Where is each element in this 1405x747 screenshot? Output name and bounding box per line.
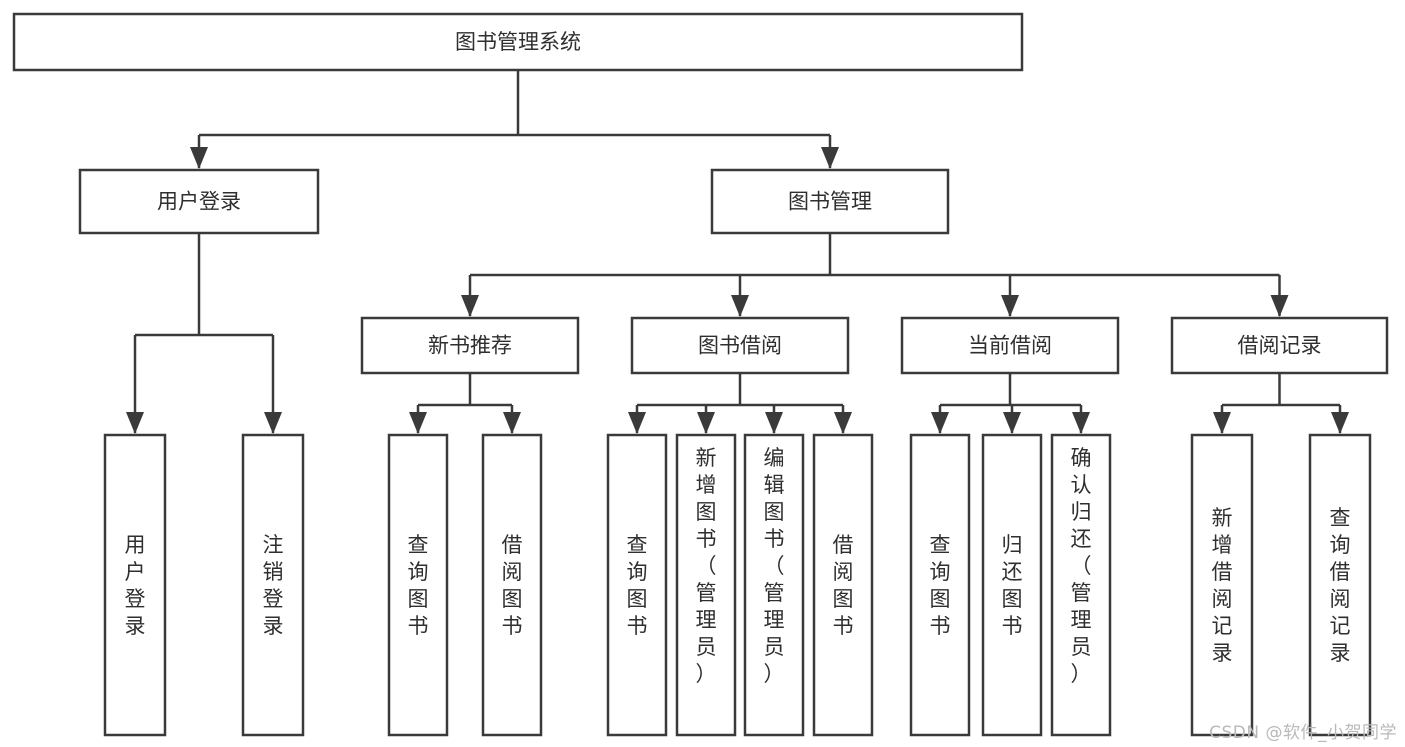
node-leaf-11-新增借阅记录-label: 新增借阅记录	[1212, 506, 1233, 665]
arrow-head-icon	[731, 295, 749, 317]
node-leaf-3-借阅图书-box[interactable]	[481, 433, 543, 737]
node-level3-图书借阅-label: 图书借阅	[698, 334, 782, 358]
arrow-head-icon	[1003, 412, 1021, 434]
node-leaf-5-新增图书（管理员）[interactable]: 新增图书（管理员）	[675, 433, 737, 737]
arrow-head-icon	[821, 147, 839, 169]
node-leaf-12-查询借阅记录-box[interactable]	[1308, 433, 1372, 737]
node-level3-新书推荐[interactable]: 新书推荐	[360, 316, 580, 375]
node-level3-借阅记录-label: 借阅记录	[1238, 334, 1322, 358]
arrow-head-icon	[1331, 412, 1349, 434]
node-leaf-0-用户登录-label: 用户登录	[125, 533, 146, 638]
node-leaf-8-查询图书[interactable]: 查询图书	[909, 433, 971, 737]
arrow-head-icon	[461, 295, 479, 317]
node-leaf-3-借阅图书-label: 借阅图书	[502, 533, 523, 638]
node-root-图书管理系统-label: 图书管理系统	[455, 30, 581, 54]
node-level3-当前借阅-box[interactable]	[900, 316, 1120, 375]
node-root-图书管理系统-box[interactable]	[12, 12, 1024, 72]
node-level2-用户登录-label: 用户登录	[157, 190, 241, 214]
arrow-head-icon	[628, 412, 646, 434]
node-level2-用户登录-box[interactable]	[78, 168, 320, 235]
node-leaf-4-查询图书-box[interactable]	[606, 433, 668, 737]
node-level3-当前借阅[interactable]: 当前借阅	[900, 316, 1120, 375]
node-leaf-8-查询图书-label: 查询图书	[930, 533, 951, 638]
arrow-head-icon	[264, 412, 282, 434]
node-leaf-0-用户登录[interactable]: 用户登录	[103, 433, 167, 737]
arrow-head-icon	[1072, 412, 1090, 434]
node-level3-借阅记录-box[interactable]	[1170, 316, 1389, 375]
node-leaf-2-查询图书-label: 查询图书	[408, 533, 429, 638]
node-leaf-11-新增借阅记录-box[interactable]	[1190, 433, 1254, 737]
node-level3-借阅记录[interactable]: 借阅记录	[1170, 316, 1389, 375]
node-leaf-12-查询借阅记录[interactable]: 查询借阅记录	[1308, 433, 1372, 737]
node-root-图书管理系统[interactable]: 图书管理系统	[12, 12, 1024, 72]
node-leaf-4-查询图书[interactable]: 查询图书	[606, 433, 668, 737]
node-leaf-1-注销登录-label: 注销登录	[263, 533, 284, 638]
node-leaf-12-查询借阅记录-label: 查询借阅记录	[1330, 506, 1351, 665]
node-level3-图书借阅-box[interactable]	[630, 316, 850, 375]
arrow-head-icon	[931, 412, 949, 434]
node-leaf-6-编辑图书（管理员）-label: 编辑图书（管理员）	[764, 446, 785, 686]
node-level2-图书管理-box[interactable]	[710, 168, 950, 235]
node-leaf-4-查询图书-label: 查询图书	[627, 533, 648, 638]
node-leaf-10-确认归还（管理员）-label: 确认归还（管理员）	[1071, 446, 1092, 686]
connectors-layer	[126, 70, 1349, 434]
node-leaf-10-确认归还（管理员）[interactable]: 确认归还（管理员）	[1050, 433, 1112, 737]
arrow-head-icon	[503, 412, 521, 434]
node-leaf-9-归还图书-box[interactable]	[981, 433, 1043, 737]
node-leaf-5-新增图书（管理员）-label: 新增图书（管理员）	[696, 446, 717, 686]
node-level3-图书借阅[interactable]: 图书借阅	[630, 316, 850, 375]
arrow-head-icon	[834, 412, 852, 434]
nodes-layer: 图书管理系统用户登录图书管理新书推荐图书借阅当前借阅借阅记录用户登录注销登录查询…	[12, 12, 1389, 737]
node-leaf-1-注销登录[interactable]: 注销登录	[241, 433, 305, 737]
arrow-head-icon	[697, 412, 715, 434]
node-leaf-6-编辑图书（管理员）[interactable]: 编辑图书（管理员）	[743, 433, 805, 737]
node-leaf-7-借阅图书-box[interactable]	[812, 433, 874, 737]
node-leaf-3-借阅图书[interactable]: 借阅图书	[481, 433, 543, 737]
node-leaf-1-注销登录-box[interactable]	[241, 433, 305, 737]
arrow-head-icon	[1001, 295, 1019, 317]
node-level2-用户登录[interactable]: 用户登录	[78, 168, 320, 235]
arrow-head-icon	[1213, 412, 1231, 434]
node-leaf-5-新增图书（管理员）-box[interactable]	[675, 433, 737, 737]
node-leaf-6-编辑图书（管理员）-box[interactable]	[743, 433, 805, 737]
node-leaf-8-查询图书-box[interactable]	[909, 433, 971, 737]
node-level3-新书推荐-box[interactable]	[360, 316, 580, 375]
node-leaf-2-查询图书-box[interactable]	[387, 433, 449, 737]
node-leaf-9-归还图书-label: 归还图书	[1002, 533, 1023, 638]
node-leaf-2-查询图书[interactable]: 查询图书	[387, 433, 449, 737]
arrow-head-icon	[409, 412, 427, 434]
node-leaf-7-借阅图书-label: 借阅图书	[833, 533, 854, 638]
node-level2-图书管理[interactable]: 图书管理	[710, 168, 950, 235]
arrow-head-icon	[1270, 295, 1289, 317]
arrow-head-icon	[765, 412, 783, 434]
node-leaf-0-用户登录-box[interactable]	[103, 433, 167, 737]
node-leaf-7-借阅图书[interactable]: 借阅图书	[812, 433, 874, 737]
arrow-head-icon	[190, 147, 208, 169]
node-level3-当前借阅-label: 当前借阅	[968, 334, 1052, 358]
node-leaf-9-归还图书[interactable]: 归还图书	[981, 433, 1043, 737]
node-level2-图书管理-label: 图书管理	[788, 190, 872, 214]
node-leaf-10-确认归还（管理员）-box[interactable]	[1050, 433, 1112, 737]
node-leaf-11-新增借阅记录[interactable]: 新增借阅记录	[1190, 433, 1254, 737]
node-level3-新书推荐-label: 新书推荐	[428, 334, 512, 358]
arrow-head-icon	[126, 412, 144, 434]
